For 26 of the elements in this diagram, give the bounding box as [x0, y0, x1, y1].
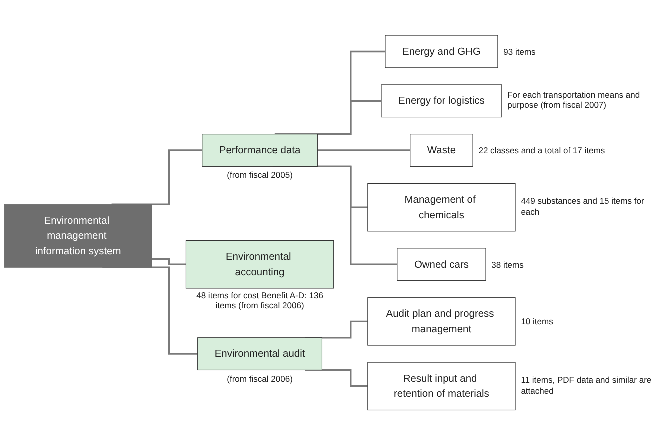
connector [102, 266, 199, 354]
note-text: (from fiscal 2005) [227, 170, 293, 181]
connector [318, 149, 412, 151]
note-text: 38 items [492, 260, 524, 270]
note-text: (from fiscal 2006) [227, 374, 293, 384]
note-text: 10 items [521, 316, 554, 328]
note-text: 48 items for cost Benefit A-D: 136 items (from fiscal 2006) [196, 290, 324, 312]
note-text: For each transportation means and purpose (from fiscal 2007) [508, 90, 642, 112]
note-text: 449 substances and 15 items for each [521, 196, 646, 218]
node-box: Management of chemicals [368, 183, 516, 232]
node-box: Energy and GHG [385, 34, 498, 68]
node-box: Environmental accounting [186, 240, 334, 288]
node-box: Audit plan and progress management [368, 297, 516, 346]
note-text: 11 items, PDF data and similar are attached [521, 375, 653, 396]
node-box: Waste [410, 134, 474, 167]
connector [305, 368, 369, 387]
connector [152, 258, 188, 266]
node-box: Result input and retention of materials [368, 362, 516, 410]
node-box: Environmental management information system [4, 204, 152, 268]
node-box: Environmental audit [198, 337, 323, 370]
connector [272, 165, 398, 266]
note-text: 93 items [504, 46, 536, 58]
node-box: Energy for logistics [381, 84, 502, 118]
node-box: Performance data [202, 134, 318, 167]
note-text: 22 classes and a total of 17 items [478, 146, 606, 156]
node-box: Owned cars [397, 248, 486, 281]
